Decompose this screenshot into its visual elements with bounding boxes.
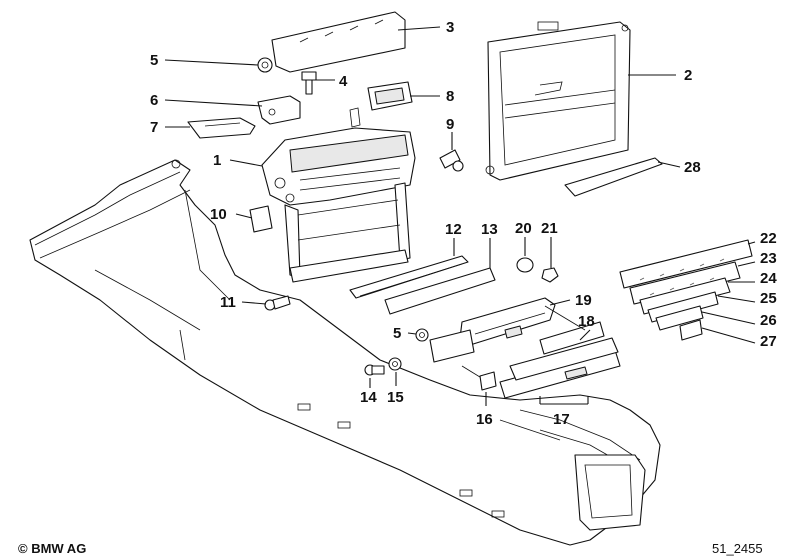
- callout-2: 2: [684, 67, 692, 84]
- part-3-cover: [271, 11, 406, 73]
- callout-5-lower: 5: [393, 325, 401, 342]
- callout-12: 12: [445, 221, 462, 238]
- callout-4: 4: [339, 73, 348, 90]
- part-17-trim: [499, 337, 621, 399]
- part-9-screw: [439, 149, 464, 172]
- callout-17: 17: [553, 411, 570, 428]
- part-14-screw: [364, 364, 385, 376]
- callout-7: 7: [150, 119, 158, 136]
- callout-14: 14: [360, 389, 377, 406]
- callout-13: 13: [481, 221, 498, 238]
- callout-21: 21: [541, 220, 558, 237]
- part-1-housing: [261, 107, 416, 283]
- part-5-nut-lower: [415, 328, 429, 342]
- callout-20: 20: [515, 220, 532, 237]
- callout-16: 16: [476, 411, 493, 428]
- callout-27: 27: [760, 333, 777, 350]
- part-28-strip: [564, 157, 663, 197]
- callout-22: 22: [760, 230, 777, 247]
- leader-lines: [164, 26, 756, 406]
- part-11-screw: [264, 295, 291, 311]
- part-2-frame: [485, 21, 631, 181]
- part-19-bracket: [429, 297, 586, 363]
- part-10-clip: [249, 205, 273, 233]
- figure-id-label: 51_2455: [712, 541, 763, 556]
- callout-labels: 3 5 4 6 7 8 9 1 10 11 2 28 12 13 20 21 1…: [150, 19, 777, 428]
- part-15-washer: [388, 357, 402, 371]
- callout-3: 3: [446, 19, 454, 36]
- part-5-nut-top: [257, 57, 273, 73]
- callout-1: 1: [213, 152, 221, 169]
- part-7-bracket: [187, 117, 256, 139]
- part-13-strip: [384, 267, 496, 315]
- callout-9: 9: [446, 116, 454, 133]
- callout-19: 19: [575, 292, 592, 309]
- callout-24: 24: [760, 270, 777, 287]
- callout-23: 23: [760, 250, 777, 267]
- callout-15: 15: [387, 389, 404, 406]
- part-20-knob: [516, 257, 534, 273]
- callout-6: 6: [150, 92, 158, 109]
- part-12-rail: [349, 255, 469, 299]
- part-8-switch: [367, 81, 413, 111]
- callout-8: 8: [446, 88, 454, 105]
- callout-25: 25: [760, 290, 777, 307]
- part-21-nut: [541, 267, 559, 283]
- part-6-bracket: [257, 95, 301, 125]
- parts-22-27-button-strips: [619, 239, 753, 341]
- callout-18: 18: [578, 313, 595, 330]
- copyright-label: © BMW AG: [18, 541, 86, 556]
- part-16-clip: [461, 365, 497, 391]
- callout-5-top: 5: [150, 52, 158, 69]
- callout-26: 26: [760, 312, 777, 329]
- callout-11: 11: [220, 294, 236, 311]
- center-console-body: [29, 159, 661, 546]
- part-4-screw: [301, 71, 317, 95]
- part-18-cover: [539, 321, 605, 355]
- callout-10: 10: [210, 206, 227, 223]
- callout-28: 28: [684, 159, 701, 176]
